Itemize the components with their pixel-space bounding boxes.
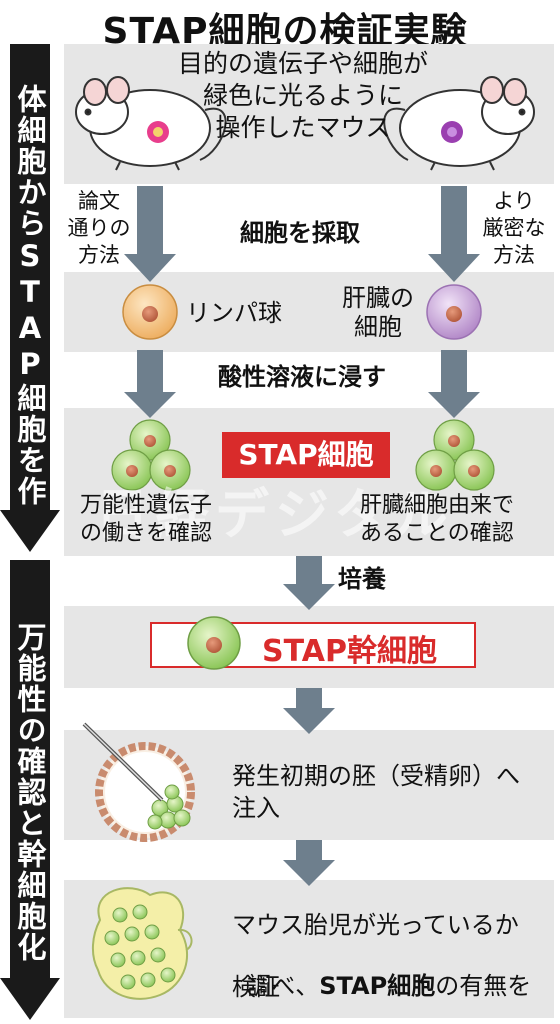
side-arrow-2 [0, 560, 60, 1020]
flow-arrow-right-1 [428, 186, 480, 282]
step-inject: 発生初期の胚（受精卵）へ 注入 [232, 762, 520, 822]
step-culture: 培養 [338, 565, 386, 593]
flow-arrow-verify [283, 840, 335, 886]
step-verify-line-3: 検証 [232, 973, 280, 1001]
flow-arrow-culture [283, 556, 335, 610]
stap-stem-cell-label: STAP幹細胞 [262, 634, 437, 669]
watermark: 日経デジタル [95, 483, 454, 546]
embryo-injection-illustration [82, 722, 195, 842]
step-verify-line-2-pre: 調べ、 [247, 972, 320, 1000]
mouse-left-illustration [75, 76, 227, 171]
liver-cell-label: 肝臓の 細胞 [342, 284, 414, 341]
step-collect-cells: 細胞を採取 [240, 219, 360, 247]
flow-arrow-left-1 [124, 186, 176, 282]
step-verify-line-2: 調べ、STAP細胞の有無を [232, 941, 531, 1001]
left-check-label: 万能性遺伝子 の働きを確認 [80, 493, 213, 546]
step-acid-solution: 酸性溶液に浸す [218, 363, 386, 391]
step-verify-line-1: マウス胎児が光っているか [232, 911, 519, 939]
stap-cell-badge: STAP細胞 [222, 432, 390, 478]
step-verify-line-2-bold: STAP細胞 [319, 972, 436, 1000]
mouse-right-illustration [383, 76, 535, 171]
lymphocyte-cell [122, 284, 178, 340]
flow-arrow-left-2 [124, 350, 176, 418]
mouse-caption: 目的の遺伝子や細胞が 緑色に光るように 操作したマウス [177, 49, 428, 142]
lymphocyte-label: リンパ球 [186, 299, 282, 327]
step-verify-line-2-post: の有無を [435, 972, 532, 1000]
side-arrow-1-label: 体細胞からSTAP細胞を作製 [0, 83, 47, 507]
side-arrow-1 [0, 44, 60, 552]
stap-cell-cluster-right [415, 419, 495, 491]
right-check-label: 肝臓細胞由来で あることの確認 [360, 493, 515, 546]
liver-cell [426, 284, 482, 340]
glowing-fetus-illustration [92, 887, 193, 1000]
stap-cell-cluster-left [111, 419, 191, 491]
flow-arrow-right-2 [428, 350, 480, 418]
right-method-label: より 厳密な 方法 [482, 189, 546, 267]
side-arrow-2-label: 万能性の確認と幹細胞化 [13, 621, 47, 963]
flow-arrow-inject [283, 688, 335, 734]
left-method-label: 論文 通りの 方法 [67, 189, 131, 267]
